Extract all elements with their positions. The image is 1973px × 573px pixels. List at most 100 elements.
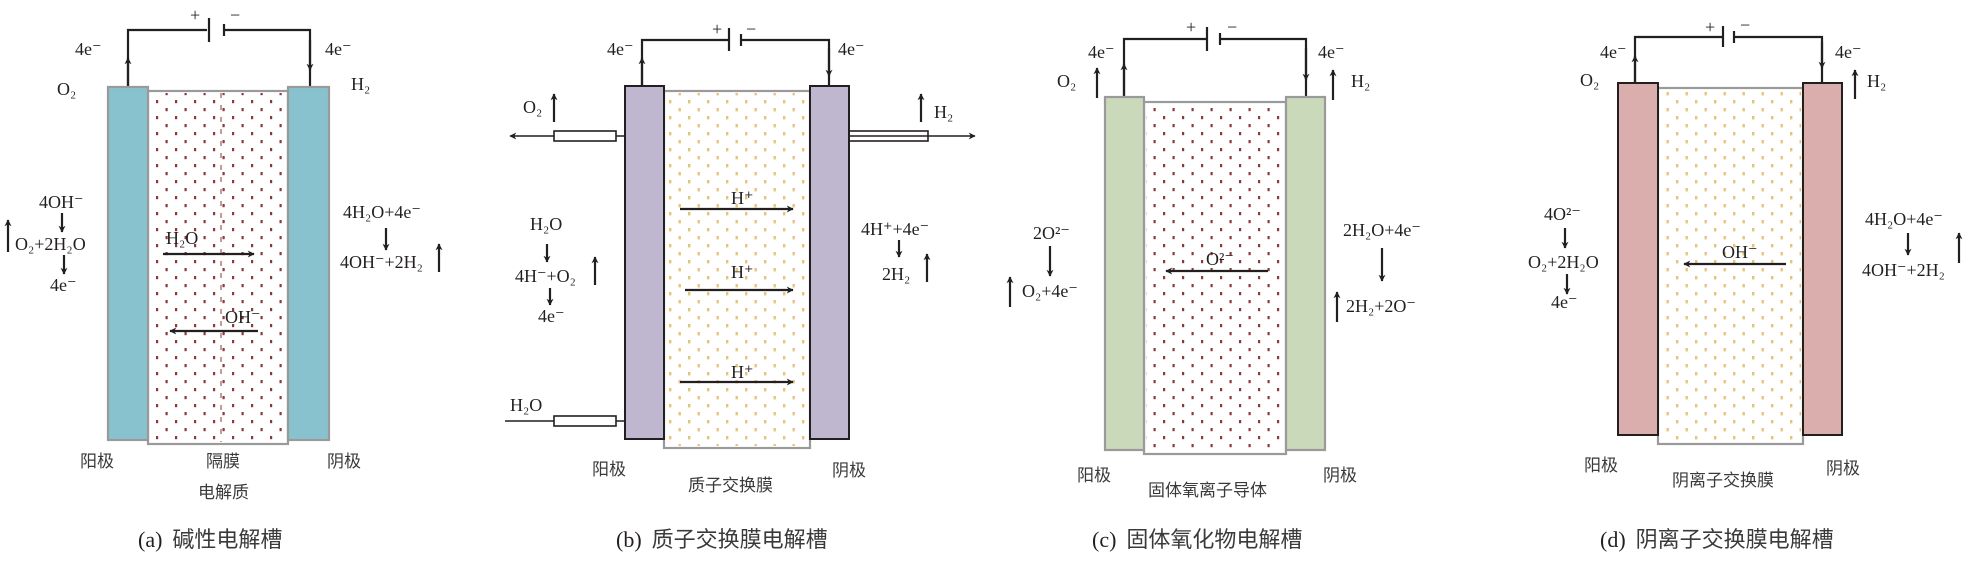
anode-electrode bbox=[1103, 95, 1146, 452]
panel-a: + − 4e⁻ 4e⁻ O₂ H₂ H₂O OH⁻ 4OH⁻ O₂+2H₂O 4… bbox=[4, 5, 443, 553]
anode-electrode bbox=[1617, 82, 1659, 436]
circuit-wire-right bbox=[1734, 35, 1824, 83]
anode-reaction-product: O₂+2H₂O bbox=[1528, 252, 1599, 272]
right-electron-label: 4e⁻ bbox=[1835, 42, 1862, 62]
ion-flow-label: O²⁻ bbox=[1206, 249, 1234, 269]
membrane-label: 阴离子交换膜 bbox=[1672, 471, 1774, 491]
cathode-label: 阴极 bbox=[1826, 459, 1860, 479]
oxygen-label: O₂ bbox=[1057, 71, 1076, 91]
right-electron-label: 4e⁻ bbox=[1318, 42, 1345, 62]
electrolyte-dots bbox=[150, 93, 286, 442]
cathode-reaction-reactant: 4H₂O+4e⁻ bbox=[343, 202, 421, 222]
right-electron-label: 4e⁻ bbox=[325, 39, 352, 59]
circuit-wire-right bbox=[224, 28, 312, 87]
hydrogen-label: H₂ bbox=[1351, 71, 1370, 91]
battery-minus: − bbox=[230, 5, 240, 25]
conductor-label: 固体氧离子导体 bbox=[1148, 481, 1267, 501]
hydrogen-label: H₂ bbox=[934, 102, 953, 122]
caption-prefix: (d) bbox=[1600, 527, 1626, 552]
anode-reaction-electrons: 4e⁻ bbox=[538, 306, 565, 326]
anode-electrode bbox=[624, 85, 665, 440]
cathode-reaction-reactant: 2H₂O+4e⁻ bbox=[1343, 220, 1421, 240]
right-electron-label: 4e⁻ bbox=[838, 39, 865, 59]
cathode-reaction-reactant: 4H₂O+4e⁻ bbox=[1865, 209, 1943, 229]
anode-reaction-product: O₂+2H₂O bbox=[15, 234, 86, 254]
conductor-dots bbox=[1146, 104, 1284, 452]
ion-flow-label: H⁺ bbox=[731, 262, 754, 282]
circuit-wire-left bbox=[1633, 35, 1722, 83]
battery-minus: − bbox=[1227, 17, 1237, 37]
anode-label: 阳极 bbox=[1584, 456, 1618, 476]
cathode-label: 阴极 bbox=[832, 461, 866, 481]
ion-flow-label: OH⁻ bbox=[1722, 242, 1758, 262]
caption-prefix: (b) bbox=[616, 527, 642, 552]
anode-reaction-reactant: 2O²⁻ bbox=[1033, 223, 1070, 243]
left-electron-label: 4e⁻ bbox=[1088, 42, 1115, 62]
oxygen-label: O₂ bbox=[1580, 70, 1599, 90]
cathode-electrode bbox=[286, 85, 331, 442]
left-electron-label: 4e⁻ bbox=[1600, 42, 1627, 62]
circuit-wire-left bbox=[1122, 37, 1206, 97]
panel-c: + − 4e⁻ 4e⁻ O₂ H₂ O²⁻ 2O²⁻ O₂+4e⁻ 2H₂O+4… bbox=[1006, 17, 1421, 553]
panel-caption: (c) 固体氧化物电解槽 bbox=[1092, 527, 1302, 553]
hydrogen-label: H₂ bbox=[351, 74, 370, 94]
anode-label: 阳极 bbox=[1077, 466, 1111, 486]
anode-reaction-electrons: 4e⁻ bbox=[1551, 292, 1578, 312]
panel-b: + − 4e⁻ 4e⁻ O₂ H₂ H₂O H⁺ H⁺ H⁺ H₂O 4 bbox=[505, 19, 976, 553]
caption-text: 碱性电解槽 bbox=[172, 528, 282, 553]
caption-text: 质子交换膜电解槽 bbox=[652, 528, 828, 553]
oxygen-label: O₂ bbox=[523, 97, 542, 117]
ion-flow-label: H⁺ bbox=[731, 188, 754, 208]
ion-flow-label: OH⁻ bbox=[225, 307, 261, 327]
electrolyte-label: 电解质 bbox=[198, 483, 249, 503]
anode-reaction-reactant: 4OH⁻ bbox=[39, 192, 84, 212]
cathode-label: 阴极 bbox=[327, 452, 361, 472]
water-inlet-label: H₂O bbox=[510, 395, 542, 415]
anode-reaction-electrons: 4e⁻ bbox=[50, 275, 77, 295]
cathode-reaction-product: 2H₂ bbox=[882, 264, 910, 284]
cathode-label: 阴极 bbox=[1323, 466, 1357, 486]
battery-plus: + bbox=[1186, 17, 1196, 37]
water-inlet-pipe bbox=[553, 415, 617, 427]
anode-electrode bbox=[106, 85, 150, 442]
cathode-reaction-product: 4OH⁻+2H₂ bbox=[1862, 260, 1945, 280]
panel-caption: (a) 碱性电解槽 bbox=[138, 527, 282, 553]
anode-label: 阳极 bbox=[80, 452, 114, 472]
circuit-wire-right bbox=[741, 38, 831, 86]
cathode-reaction-reactant: 4H⁺+4e⁻ bbox=[861, 219, 929, 239]
caption-prefix: (c) bbox=[1092, 527, 1116, 552]
cathode-reaction-product: 4OH⁻+2H₂ bbox=[340, 252, 423, 272]
anode-reaction-reactant: H₂O bbox=[530, 214, 562, 234]
cathode-electrode bbox=[809, 85, 850, 440]
battery-plus: + bbox=[1705, 17, 1715, 37]
anode-reaction-reactant: 4O²⁻ bbox=[1544, 204, 1581, 224]
battery-minus: − bbox=[1740, 15, 1750, 35]
membrane-dots bbox=[666, 93, 808, 446]
separator-label: 隔膜 bbox=[206, 452, 240, 472]
battery-minus: − bbox=[746, 19, 756, 39]
panel-d: + − 4e⁻ 4e⁻ O₂ H₂ OH⁻ 4O²⁻ O₂+2H₂O 4e⁻ 4… bbox=[1528, 15, 1963, 553]
circuit-wire-left bbox=[640, 38, 729, 86]
panel-caption: (b) 质子交换膜电解槽 bbox=[616, 527, 828, 553]
battery-plus: + bbox=[190, 5, 200, 25]
circuit-wire-left bbox=[126, 28, 207, 87]
oxygen-outlet-pipe bbox=[553, 130, 617, 142]
panel-caption: (d) 阴离子交换膜电解槽 bbox=[1600, 527, 1834, 553]
ion-flow-label: H₂O bbox=[166, 228, 198, 248]
anode-label: 阳极 bbox=[592, 460, 626, 480]
caption-text: 阴离子交换膜电解槽 bbox=[1636, 528, 1834, 553]
cathode-electrode bbox=[1802, 82, 1843, 436]
membrane-dots bbox=[1660, 90, 1801, 442]
anode-reaction-product: O₂+4e⁻ bbox=[1022, 281, 1078, 301]
membrane-label: 质子交换膜 bbox=[688, 476, 773, 496]
anode-reaction-product: 4H⁻+O₂ bbox=[515, 266, 576, 286]
cathode-electrode bbox=[1284, 95, 1327, 452]
ion-flow-label: H⁺ bbox=[731, 362, 754, 382]
hydrogen-label: H₂ bbox=[1867, 71, 1886, 91]
oxygen-label: O₂ bbox=[57, 79, 76, 99]
left-electron-label: 4e⁻ bbox=[607, 39, 634, 59]
caption-prefix: (a) bbox=[138, 527, 162, 552]
left-electron-label: 4e⁻ bbox=[75, 39, 102, 59]
cathode-reaction-product: 2H₂+2O⁻ bbox=[1346, 296, 1416, 316]
